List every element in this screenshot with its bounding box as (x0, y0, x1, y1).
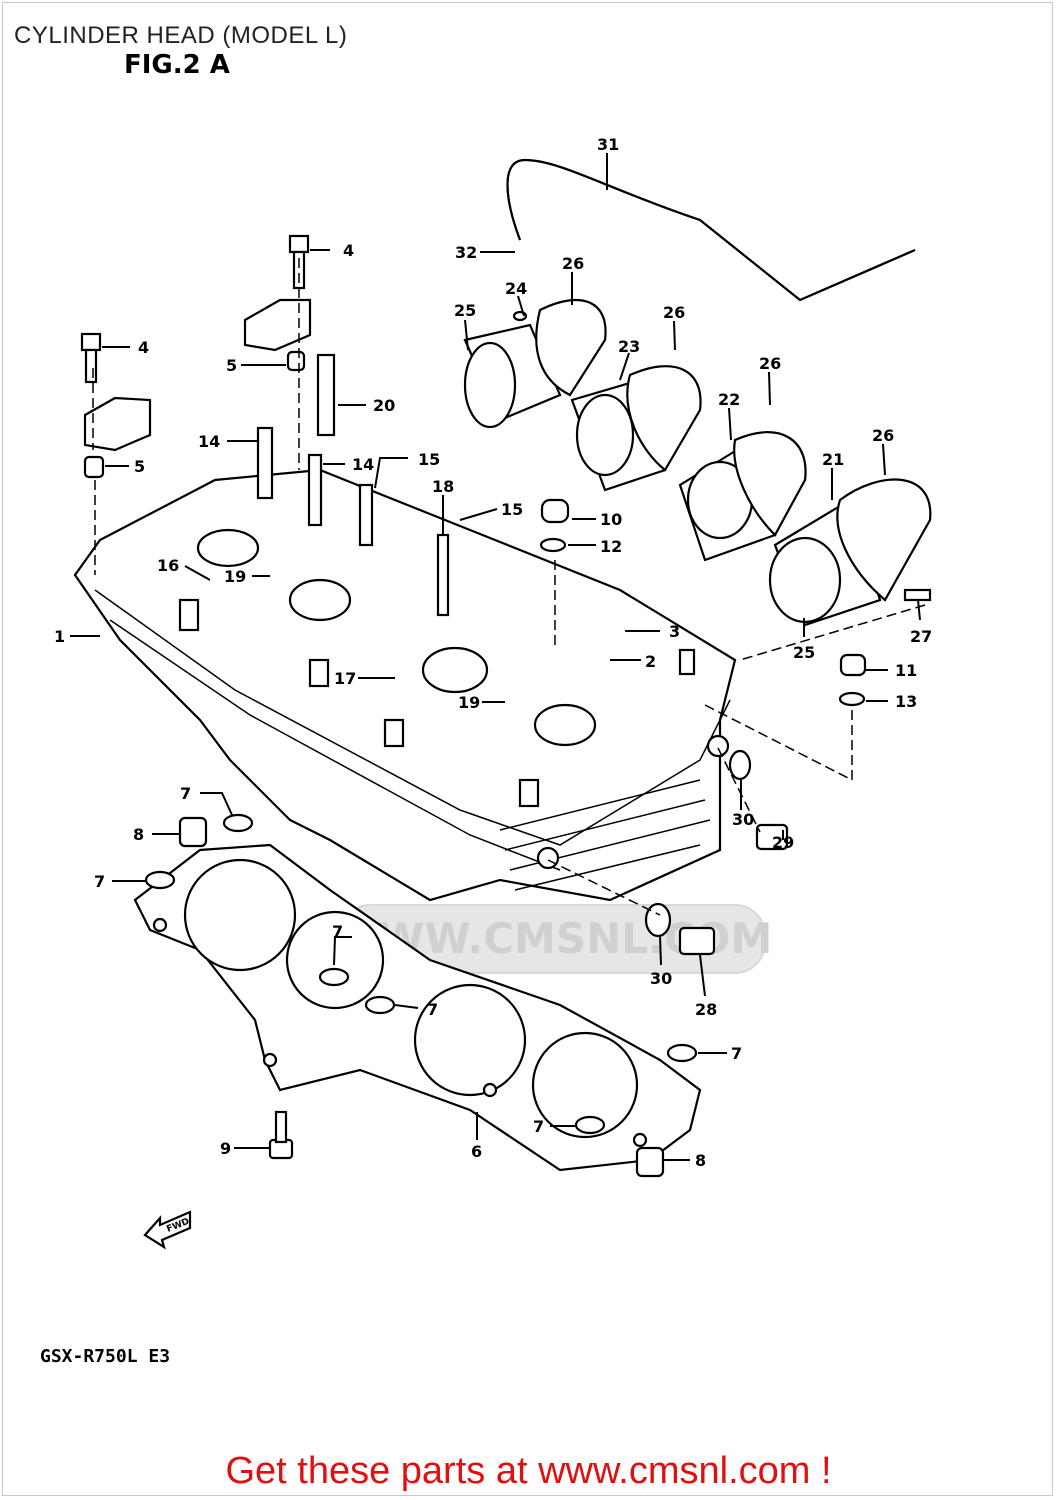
callout: 3 (669, 622, 680, 641)
callout: 5 (226, 356, 237, 375)
callout: 22 (718, 390, 740, 409)
o-ring-7a (222, 813, 254, 833)
dowel-8b (635, 1146, 665, 1178)
callout: 20 (373, 396, 395, 415)
assembly-guide-lines (92, 258, 926, 916)
callout: 26 (759, 354, 781, 373)
callout: 30 (732, 810, 754, 829)
callout: 32 (455, 243, 477, 262)
bolt-27 (903, 588, 932, 602)
callout: 2 (645, 652, 656, 671)
bolt-4a (288, 234, 310, 254)
callout: 19 (458, 693, 480, 712)
callout: 8 (133, 825, 144, 844)
callout: 7 (180, 784, 191, 803)
forward-arrow-icon: FWD (143, 1210, 192, 1250)
intake-pipe-1 (463, 298, 607, 429)
callout: 31 (597, 135, 619, 154)
stud-bolt-14a (256, 426, 274, 500)
callout: 7 (427, 1000, 438, 1019)
callout: 6 (471, 1142, 482, 1161)
gasket-30a (728, 749, 752, 781)
callout: 27 (910, 627, 932, 646)
callout: 17 (334, 669, 356, 688)
callout: 19 (224, 567, 246, 586)
o-ring-7f (574, 1115, 606, 1135)
intake-pipe-3 (678, 431, 807, 562)
o-ring-7e (666, 1043, 698, 1063)
o-ring-7c (318, 967, 350, 987)
callout: 12 (600, 537, 622, 556)
callout: 15 (418, 450, 440, 469)
figure-label: FIG.2 A (124, 50, 230, 80)
callout: 18 (432, 477, 454, 496)
callout: 29 (772, 833, 794, 852)
model-code: GSX-R750L E3 (40, 1346, 171, 1367)
bolt-9-shank (274, 1110, 288, 1144)
callout: 13 (895, 692, 917, 711)
callout: 8 (695, 1151, 706, 1170)
callout: 14 (198, 432, 220, 451)
callout: 28 (695, 1000, 717, 1019)
cylinder-head (73, 468, 737, 902)
dowel-5a (286, 350, 306, 372)
intake-pipe-4 (768, 478, 932, 627)
callout: 4 (138, 338, 149, 357)
callout: 11 (895, 661, 917, 680)
gasket-30b (644, 902, 672, 938)
cmsnl-parts-link[interactable]: Get these parts at www.cmsnl.com ! (225, 1450, 832, 1492)
callout: 9 (220, 1139, 231, 1158)
callout: 1 (54, 627, 65, 646)
dowel-8a (178, 816, 208, 848)
plug-28 (678, 926, 716, 956)
stud-bolt-15 (358, 483, 374, 547)
plug-29 (755, 823, 789, 851)
cam-cap-b (83, 396, 152, 452)
callout: 7 (731, 1044, 742, 1063)
cam-cap-a (243, 298, 312, 352)
page-title: CYLINDER HEAD (MODEL L) (14, 22, 348, 49)
intake-pipe-2 (570, 365, 702, 492)
callout: 4 (343, 241, 354, 260)
cap-nut-11 (839, 653, 867, 677)
bolt-4b (80, 332, 102, 352)
callout: 14 (352, 455, 374, 474)
callout: 7 (94, 872, 105, 891)
callout: 26 (872, 426, 894, 445)
dowel-5b (83, 455, 105, 479)
callout: 25 (793, 643, 815, 662)
callout: 25 (454, 301, 476, 320)
callout: 16 (157, 556, 179, 575)
o-ring-7b (144, 870, 176, 890)
washer-12 (539, 537, 567, 553)
callout: 10 (600, 510, 622, 529)
callout: 7 (332, 922, 343, 941)
callout: 15 (501, 500, 523, 519)
callout: 7 (533, 1117, 544, 1136)
stud-bolt-14b (307, 453, 323, 527)
spark-plug (316, 353, 336, 437)
callout: 24 (505, 279, 527, 298)
callout: 5 (134, 457, 145, 476)
o-ring-7d (364, 995, 396, 1015)
callout: 26 (663, 303, 685, 322)
bolt-4b-shank (84, 348, 98, 384)
callout: 26 (562, 254, 584, 273)
part-number-callouts: 31 4 32 26 24 25 26 23 4 26 5 20 22 14 1… (54, 135, 932, 1170)
callout: 30 (650, 969, 672, 988)
cap-nut-10 (540, 498, 570, 524)
leader-lines (70, 153, 921, 1161)
callout: 21 (822, 450, 844, 469)
stud-bolt-18 (436, 533, 450, 617)
washer-13 (838, 691, 866, 707)
callout: 23 (618, 337, 640, 356)
